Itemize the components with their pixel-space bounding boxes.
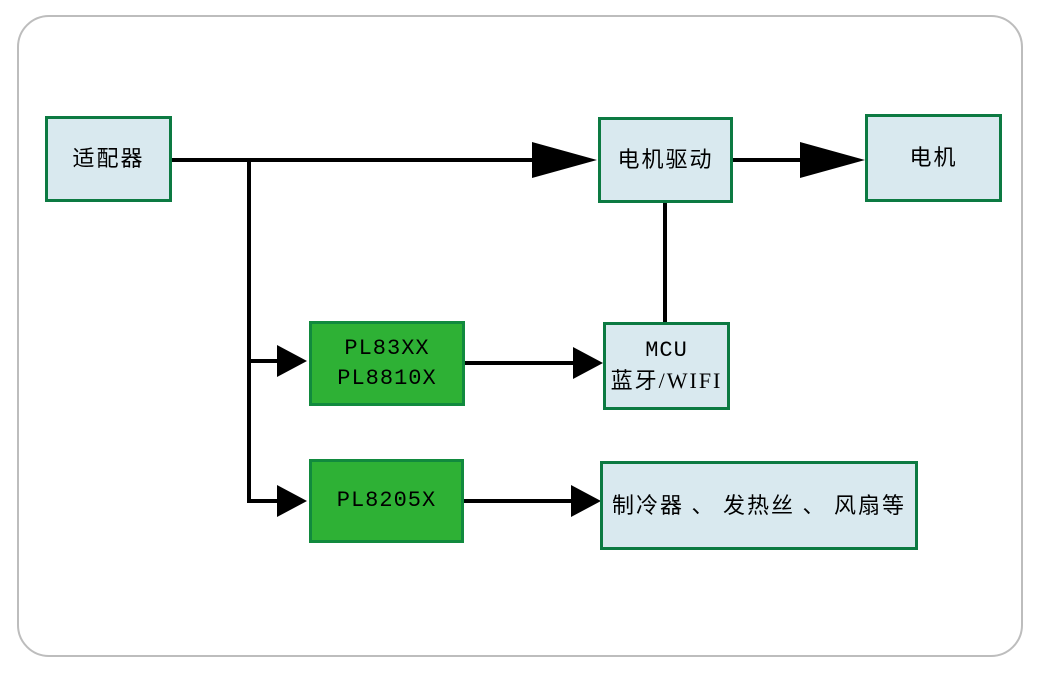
connector-branch-to-pl8205 xyxy=(247,499,277,503)
arrowhead-into-loads xyxy=(571,485,601,517)
node-pl83xx-line1: PL83XX xyxy=(344,335,430,361)
node-motor-drive: 电机驱动 xyxy=(598,117,733,203)
node-motor: 电机 xyxy=(865,114,1002,202)
connector-branch-to-pl83 xyxy=(247,359,277,363)
connector-motordrive-to-motor xyxy=(733,158,800,162)
node-loads-label: 制冷器 、 发热丝 、 风扇等 xyxy=(611,492,906,518)
connector-adapter-bus xyxy=(171,158,532,162)
connector-motordrive-to-mcu xyxy=(663,203,667,322)
connector-trunk-vertical xyxy=(247,158,251,503)
connector-pl83-to-mcu xyxy=(465,361,573,365)
node-pl83xx: PL83XX PL8810X xyxy=(309,321,465,406)
node-motor-drive-label: 电机驱动 xyxy=(617,147,714,173)
node-loads: 制冷器 、 发热丝 、 风扇等 xyxy=(600,461,918,550)
arrowhead-into-pl83 xyxy=(277,345,307,377)
arrowhead-into-motor-drive xyxy=(532,142,597,178)
arrowhead-into-mcu xyxy=(573,347,603,379)
node-mcu-line1: MCU xyxy=(645,338,688,364)
node-adapter: 适配器 xyxy=(45,116,172,202)
node-pl8205x: PL8205X xyxy=(309,459,464,543)
node-mcu: MCU 蓝牙/WIFI xyxy=(603,322,730,410)
diagram-frame xyxy=(17,15,1023,657)
arrowhead-into-motor xyxy=(800,142,865,178)
node-mcu-line2: 蓝牙/WIFI xyxy=(610,368,723,393)
arrowhead-into-pl8205 xyxy=(277,485,307,517)
node-pl83xx-line2: PL8810X xyxy=(337,365,437,391)
node-motor-label: 电机 xyxy=(909,145,958,171)
node-pl8205x-label: PL8205X xyxy=(336,488,437,514)
connector-pl8205-to-loads xyxy=(464,499,571,503)
node-adapter-label: 适配器 xyxy=(72,146,145,172)
